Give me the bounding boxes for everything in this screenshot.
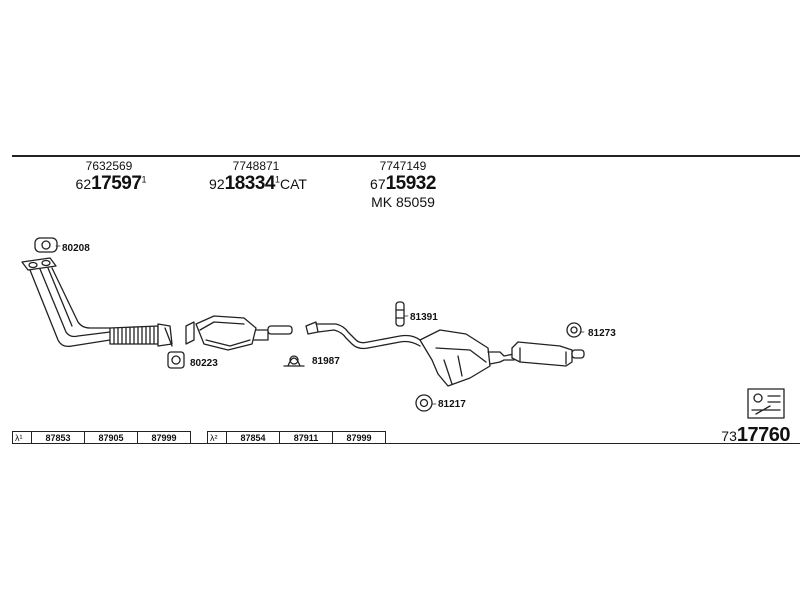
rear-section-prefix: 67: [370, 176, 386, 192]
clamp-80223-label[interactable]: 80223: [190, 358, 218, 369]
front-pipe-part-number[interactable]: 62175971: [26, 173, 196, 195]
middle-pipe-icon: [305, 321, 421, 350]
catalyst-suffix: CAT: [279, 176, 307, 192]
clamp-81273-label[interactable]: 81273: [588, 328, 616, 339]
flex-pipe-icon: [109, 323, 173, 347]
hanger-81391-icon: [395, 301, 405, 327]
rear-silencer-icon: [511, 341, 585, 367]
clamp-81391-label[interactable]: 81391: [410, 312, 438, 323]
front-pipe-ref: 7632569: [85, 159, 133, 173]
rear-section-main: 15932: [385, 173, 437, 194]
front-pipe-icon: [29, 267, 111, 348]
clamp-81217-label[interactable]: 81217: [438, 399, 466, 410]
front-pipe-main: 17597: [91, 173, 142, 194]
assembly-part-number[interactable]: 7317760: [721, 424, 790, 447]
rear-section-mk-number: MK 85059: [371, 194, 435, 210]
gasket-80208-icon: [34, 237, 58, 253]
catalyst-icon: [185, 315, 293, 351]
catalyst-main: 18334: [224, 173, 276, 194]
gasket-80223-icon: [167, 351, 185, 369]
ring-81217-icon: [415, 394, 433, 412]
front-pipe-sup: 1: [141, 174, 147, 185]
catalyst-sup: 1: [274, 174, 280, 185]
bottom-divider: [12, 443, 800, 444]
rear-section-part-number[interactable]: 6715932: [318, 173, 488, 195]
catalyst-ref: 7748871: [232, 159, 280, 173]
lambda-2-value[interactable]: 87854: [226, 431, 280, 444]
lambda-1-value[interactable]: 87905: [84, 431, 138, 444]
assembly-set-icon: [747, 388, 785, 419]
lambda-2-label: λ²: [207, 431, 227, 444]
front-pipe-flange-icon: [21, 257, 57, 271]
catalyst-part-number[interactable]: 92183341CAT: [173, 173, 343, 195]
lambda-1-value[interactable]: 87853: [31, 431, 85, 444]
clamp-81987-label[interactable]: 81987: [312, 356, 340, 367]
mount-81273-icon: [566, 322, 582, 338]
assembly-prefix: 73: [721, 428, 737, 444]
catalyst-prefix: 92: [209, 176, 225, 192]
lambda-1-label: λ¹: [12, 431, 32, 444]
rear-pipe-icon: [487, 351, 515, 365]
lambda-2-value[interactable]: 87911: [279, 431, 333, 444]
rear-section-ref: 7747149: [379, 159, 427, 173]
lambda-1-value[interactable]: 87999: [137, 431, 191, 444]
lambda-2-table: λ² 87854 87911 87999: [207, 431, 386, 444]
lambda-2-value[interactable]: 87999: [332, 431, 386, 444]
top-divider: [12, 155, 800, 157]
rear-silencer-front-box-icon: [419, 329, 491, 387]
assembly-main: 17760: [736, 424, 791, 446]
lambda-1-table: λ¹ 87853 87905 87999: [12, 431, 191, 444]
front-pipe-prefix: 62: [75, 176, 92, 192]
clamp-81987-icon: [283, 355, 305, 367]
clamp-80208-label[interactable]: 80208: [62, 243, 90, 254]
